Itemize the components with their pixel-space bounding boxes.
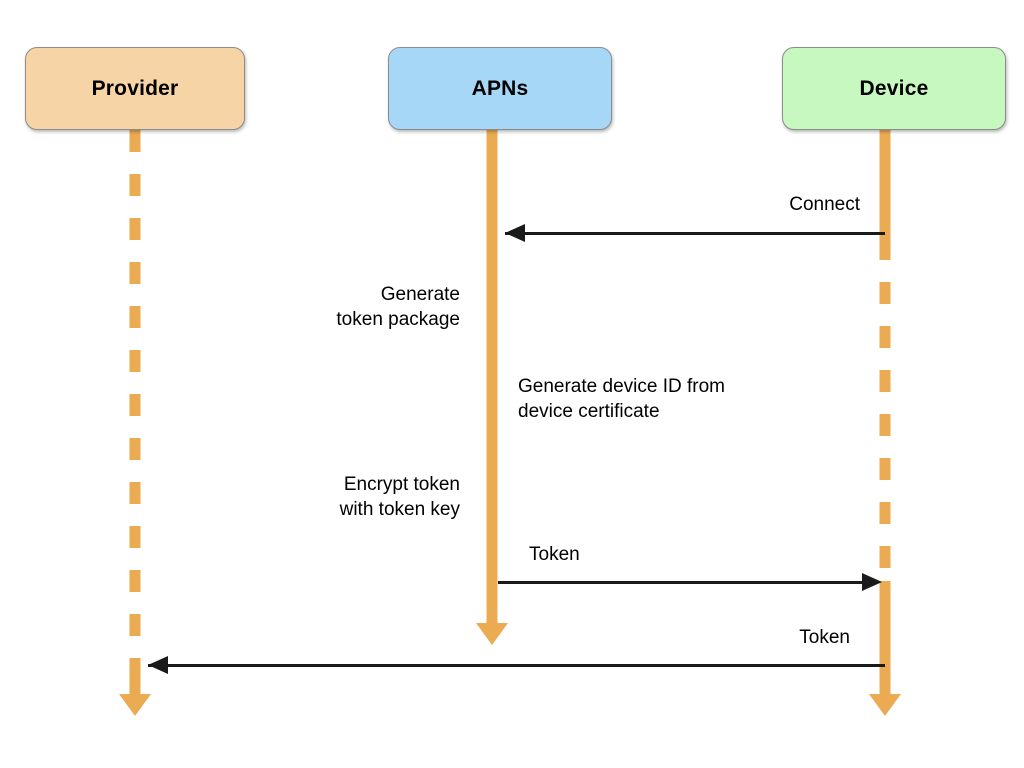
- message-arrowhead-connect: [505, 224, 525, 242]
- participant-box-provider[interactable]: Provider: [25, 47, 245, 130]
- lifeline-end-arrow-device: [869, 694, 901, 716]
- message-label-connect: Connect: [789, 194, 860, 215]
- participant-box-device[interactable]: Device: [782, 47, 1006, 130]
- lifeline-provider-dashed: [129, 130, 141, 664]
- participant-box-apns[interactable]: APNs: [388, 47, 612, 130]
- lifeline-apns-solid: [486, 130, 498, 623]
- participant-label-device: Device: [859, 76, 929, 100]
- lifeline-end-arrow-apns: [476, 623, 508, 645]
- message-line-token-to-provider: [148, 664, 885, 667]
- note-generate-token-package: Generate token package: [336, 284, 460, 331]
- lifeline-device-solid-bottom: [879, 581, 891, 694]
- lifeline-end-arrow-provider: [119, 694, 151, 716]
- message-label-token-to-device: Token: [529, 544, 580, 565]
- participant-label-provider: Provider: [91, 76, 179, 100]
- message-arrowhead-token-to-provider: [148, 656, 168, 674]
- message-label-token-to-provider: Token: [799, 627, 850, 648]
- message-line-token-to-device: [498, 581, 864, 584]
- message-arrowhead-token-to-device: [862, 573, 882, 591]
- lifeline-provider-solid: [129, 664, 141, 694]
- message-line-connect: [505, 232, 885, 235]
- note-generate-device-id: Generate device ID from device certifica…: [518, 376, 725, 423]
- lifeline-device-dashed: [879, 238, 891, 581]
- note-encrypt-token: Encrypt token with token key: [339, 474, 460, 521]
- lifeline-device-solid-top: [879, 130, 891, 238]
- participant-label-apns: APNs: [471, 76, 529, 100]
